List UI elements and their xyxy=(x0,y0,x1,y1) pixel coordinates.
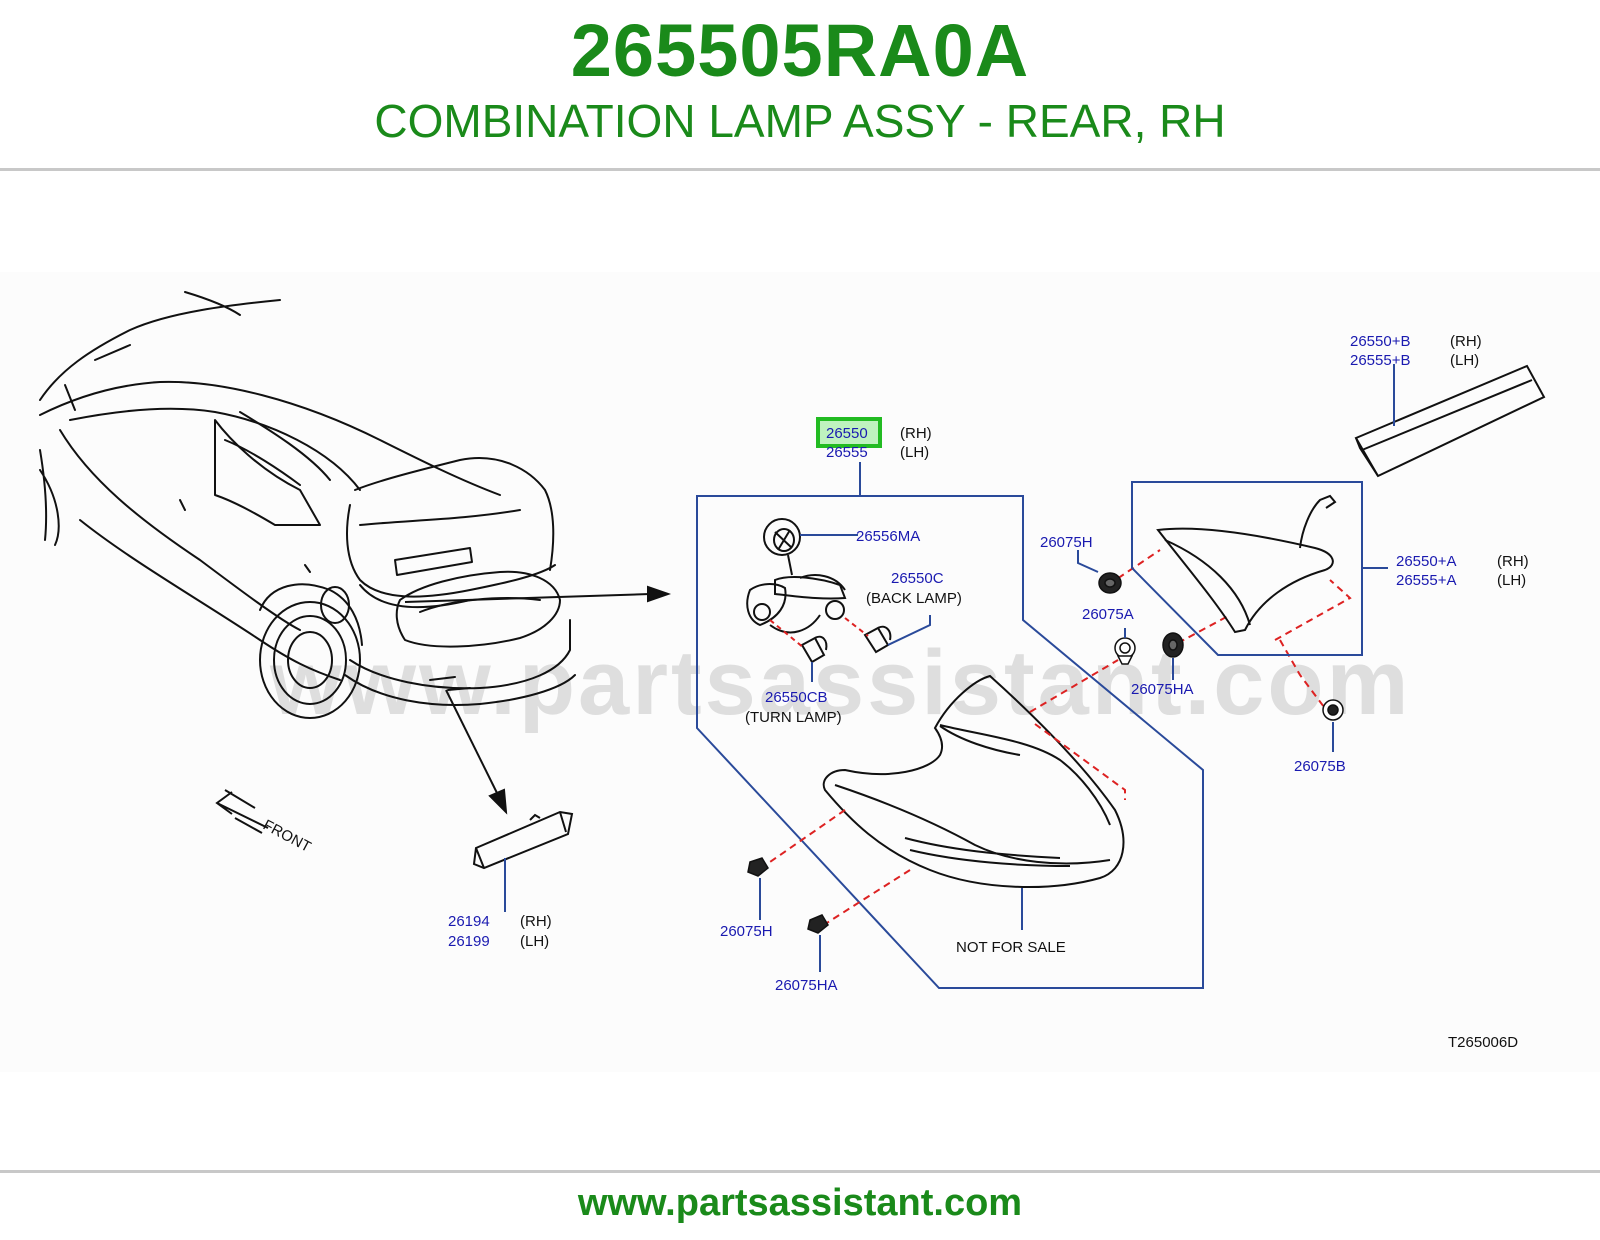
callout-26550-B[interactable]: 26550+B xyxy=(1350,333,1410,350)
not-for-sale-note: NOT FOR SALE xyxy=(956,939,1066,956)
footer-divider xyxy=(0,1170,1600,1173)
assembly-guide-lines xyxy=(769,549,1352,927)
callout-26075H-top[interactable]: 26075H xyxy=(1040,534,1093,551)
callout-26075HA-bottom[interactable]: 26075HA xyxy=(775,977,838,994)
callout-26555-B[interactable]: 26555+B xyxy=(1350,352,1410,369)
callout-26194-side: (RH) xyxy=(520,913,552,930)
car-outline xyxy=(39,291,576,719)
inner-lamp-frame xyxy=(1131,481,1388,656)
footer-website-link[interactable]: www.partsassistant.com xyxy=(577,1182,1023,1224)
callout-26199[interactable]: 26199 xyxy=(448,933,490,950)
locator-arrows xyxy=(404,585,672,815)
garnish-strip-part xyxy=(1354,364,1546,478)
clip-26075H-top xyxy=(1077,550,1122,594)
page-header: 265505RA0A COMBINATION LAMP ASSY - REAR,… xyxy=(0,0,1600,168)
clip-26075HA-right xyxy=(1162,632,1184,680)
tail-lamp-housing xyxy=(822,674,1125,930)
bulb-socket-harness xyxy=(746,518,858,634)
callout-26075H-bottom[interactable]: 26075H xyxy=(720,923,773,940)
callout-26555[interactable]: 26555 xyxy=(826,444,868,461)
callout-26555-A-side: (LH) xyxy=(1497,572,1526,589)
callout-26550-A[interactable]: 26550+A xyxy=(1396,553,1456,570)
header-divider xyxy=(0,168,1600,171)
turn-lamp-label: (TURN LAMP) xyxy=(745,709,842,726)
callout-26075B[interactable]: 26075B xyxy=(1294,758,1346,775)
callout-26199-side: (LH) xyxy=(520,933,549,950)
turn-lamp-bulb xyxy=(769,619,828,682)
clip-26075A xyxy=(1114,628,1136,665)
callout-26550-highlighted[interactable]: 26550 xyxy=(826,425,868,442)
inner-lamp-part xyxy=(1156,494,1337,634)
back-lamp-bulb xyxy=(844,615,931,654)
callout-26550-B-side: (RH) xyxy=(1450,333,1482,350)
callout-26550CB[interactable]: 26550CB xyxy=(765,689,828,706)
callout-26556MA[interactable]: 26556MA xyxy=(856,528,920,545)
highlight-box xyxy=(816,417,882,448)
clip-26075B xyxy=(1322,699,1344,752)
rear-reflector-part xyxy=(472,810,574,912)
callout-26550-side: (RH) xyxy=(900,425,932,442)
drawing-code: T265006D xyxy=(1448,1034,1518,1051)
callout-26194[interactable]: 26194 xyxy=(448,913,490,930)
callout-26075A[interactable]: 26075A xyxy=(1082,606,1134,623)
clip-26075HA-bottom xyxy=(807,914,829,972)
clip-26075H-bottom xyxy=(747,857,769,920)
callout-26550-A-side: (RH) xyxy=(1497,553,1529,570)
assembly-frame xyxy=(696,462,1204,989)
part-number-title: 265505RA0A xyxy=(570,9,1030,92)
callout-26075HA-right[interactable]: 26075HA xyxy=(1131,681,1194,698)
callout-26555-A[interactable]: 26555+A xyxy=(1396,572,1456,589)
part-name-subtitle: COMBINATION LAMP ASSY - REAR, RH xyxy=(374,95,1226,147)
callout-26550C[interactable]: 26550C xyxy=(891,570,944,587)
callout-26555-side: (LH) xyxy=(900,444,929,461)
back-lamp-label: (BACK LAMP) xyxy=(866,590,962,607)
diagram-panel xyxy=(0,272,1600,1072)
callout-26555-B-side: (LH) xyxy=(1450,352,1479,369)
